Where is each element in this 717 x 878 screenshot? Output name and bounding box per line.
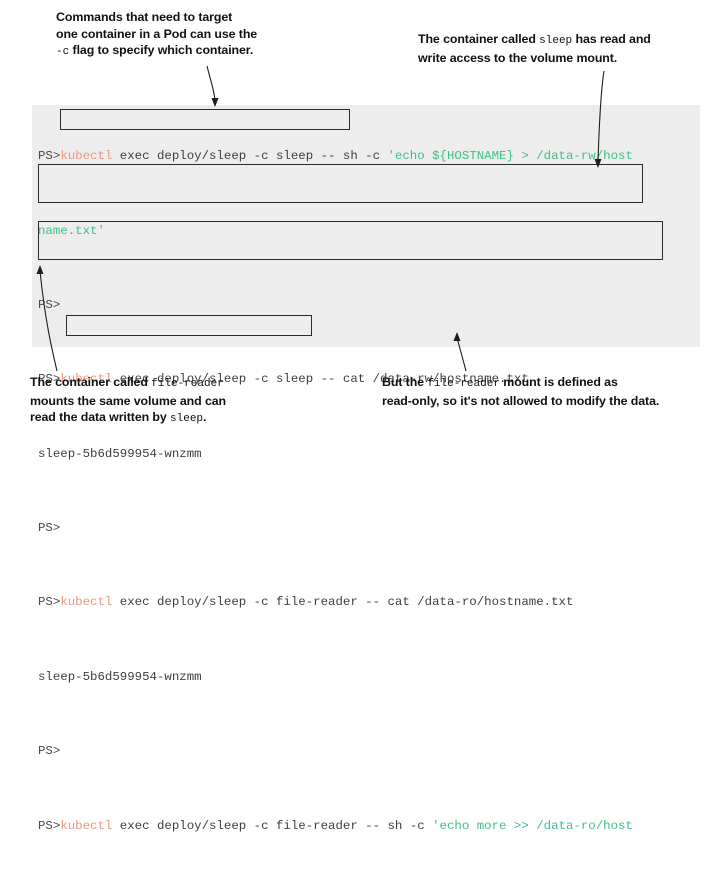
annotation-code: -c	[56, 46, 70, 59]
command-string: 'echo ${HOSTNAME} > /data-rw/host	[387, 149, 633, 164]
highlight-box-cat-data-ro	[38, 221, 663, 260]
command-args: exec deploy/sleep -c sleep -- sh -c	[112, 149, 388, 164]
highlight-box-c-flag-sleep	[60, 109, 350, 130]
command-kubectl: kubectl	[60, 818, 113, 833]
annotation-code: file-reader	[427, 378, 500, 390]
terminal-line: PS>	[38, 296, 633, 315]
annotation-text-2: flag to specify which container.	[69, 43, 254, 58]
command-args: exec deploy/sleep -c file-reader -- sh -…	[112, 818, 433, 833]
annotation-file-reader-read: The container called file-reader mounts …	[30, 374, 320, 428]
annotation-text: The container called	[418, 32, 540, 46]
annotation-c-flag: Commands that need to target one contain…	[56, 9, 356, 61]
command-args: exec deploy/sleep -c sleep -- cat /data-…	[112, 372, 529, 387]
command-kubectl: kubectl	[60, 149, 113, 164]
command-kubectl: kubectl	[60, 372, 113, 387]
annotation-sleep-rw: The container called sleep has read and …	[418, 31, 708, 66]
highlight-box-cat-data-rw	[38, 164, 643, 203]
terminal-line: PS>kubectl exec deploy/sleep -c file-rea…	[38, 593, 633, 612]
terminal-line: PS>kubectl exec deploy/sleep -c sleep --…	[38, 370, 633, 389]
command-output: sleep-5b6d599954-wnzmm	[38, 669, 202, 684]
annotation-text-2: mount is defined as read-only, so it's n…	[382, 375, 660, 408]
terminal-line: sleep-5b6d599954-wnzmm	[38, 668, 633, 687]
terminal-line: PS>	[38, 742, 633, 761]
terminal-line: PS>kubectl exec deploy/sleep -c sleep --…	[38, 147, 633, 166]
command-kubectl: kubectl	[60, 595, 113, 610]
annotation-text: The container called	[30, 375, 152, 389]
annotation-text-2: mounts the same volume and can read the …	[30, 393, 226, 425]
annotation-text: But the	[382, 375, 428, 389]
prompt-label: PS>	[38, 149, 61, 164]
leader-line-c-flag	[206, 65, 216, 101]
terminal-line: sleep-5b6d599954-wnzmm	[38, 445, 633, 464]
command-args: exec deploy/sleep -c file-reader -- cat …	[112, 595, 574, 610]
terminal-line: name.txt'	[38, 222, 633, 241]
terminal-panel[interactable]: PS>kubectl exec deploy/sleep -c sleep --…	[32, 105, 700, 833]
annotation-text: Commands that need to target one contain…	[56, 10, 258, 41]
prompt-label: PS>	[38, 818, 61, 833]
prompt-label: PS>	[38, 297, 61, 312]
highlight-box-read-only-error	[66, 315, 312, 336]
command-string: 'echo more >> /data-ro/host	[432, 818, 633, 833]
prompt-label: PS>	[38, 744, 61, 759]
prompt-label: PS>	[38, 595, 61, 610]
terminal-line: PS>kubectl exec deploy/sleep -c file-rea…	[38, 817, 633, 836]
annotation-text-3: .	[203, 410, 207, 425]
annotation-code-2: sleep	[170, 413, 204, 426]
command-output: sleep-5b6d599954-wnzmm	[38, 446, 202, 461]
annotation-file-reader-readonly: But the file-reader mount is defined as …	[382, 374, 712, 409]
annotation-code: file-reader	[151, 378, 224, 390]
prompt-label: PS>	[38, 372, 61, 387]
annotation-code: sleep	[539, 35, 573, 47]
prompt-label: PS>	[38, 521, 61, 536]
terminal-line: PS>	[38, 519, 633, 538]
annotation-text-2: has read and write access to the volume …	[418, 32, 651, 65]
command-string-cont: name.txt'	[38, 223, 105, 238]
